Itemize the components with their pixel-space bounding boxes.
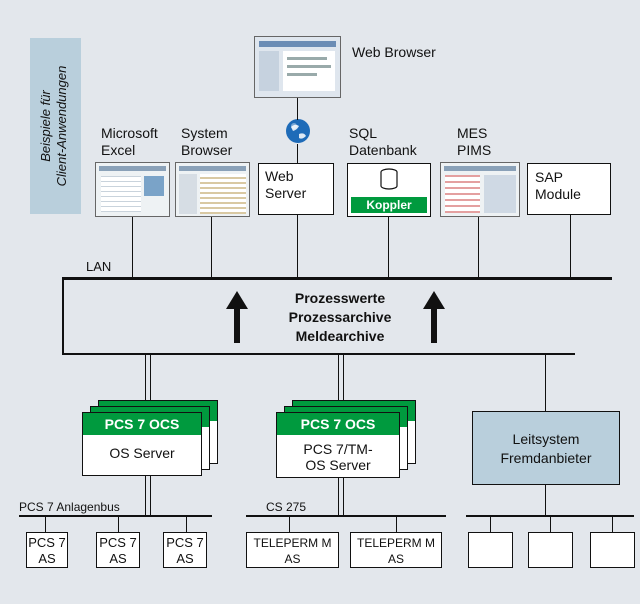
web-server-box: Web Server (258, 163, 334, 215)
archive-line1: Prozesswerte (294, 290, 386, 306)
mes-pims-screenshot (440, 162, 520, 217)
up-arrow-icon (226, 291, 248, 343)
up-arrow-icon (423, 291, 445, 343)
ocs2-header: PCS 7 OCS (277, 413, 399, 435)
archive-line3: Meldearchive (295, 328, 385, 344)
third-party-line1: Leitsystem (512, 431, 580, 447)
os-server-box: PCS 7 OCS OS Server (82, 412, 202, 476)
ocs1-label: OS Server (109, 445, 175, 461)
third-party-as-box (468, 532, 513, 568)
client-examples-sidebar: Beispiele für Client-Anwendungen (30, 38, 81, 214)
web-browser-screenshot (254, 36, 341, 98)
koppler-label: Koppler (351, 197, 427, 213)
third-party-as-box (590, 532, 635, 568)
third-party-line2: Fremdanbieter (500, 450, 592, 466)
third-party-bus-line (466, 515, 634, 517)
third-party-system-box: Leitsystem Fremdanbieter (472, 411, 620, 485)
tm-os-server-box: PCS 7 OCS PCS 7/TM-OS Server (276, 412, 400, 478)
lan-label: LAN (86, 259, 112, 274)
globe-icon (285, 118, 311, 144)
third-party-as-box (528, 532, 573, 568)
archive-line2: Prozessarchive (288, 309, 392, 325)
archive-text: Prozesswerte Prozessarchive Meldearchive (240, 289, 440, 346)
cs275-label: CS 275 (266, 500, 307, 514)
sap-module-box: SAP Module (527, 163, 611, 215)
sql-database-box: Koppler (347, 163, 431, 217)
excel-screenshot (95, 162, 170, 217)
sidebar-text-line1: Beispiele für (38, 90, 53, 162)
cs275-line (246, 515, 446, 517)
sidebar-text-line2: Client-Anwendungen (54, 65, 69, 187)
ocs1-header: PCS 7 OCS (83, 413, 201, 435)
system-browser-screenshot (175, 162, 250, 217)
anlagenbus-line (19, 515, 212, 517)
archive-bottom-bus (62, 353, 575, 355)
web-browser-label: Web Browser (352, 44, 436, 60)
anlagenbus-label: PCS 7 Anlagenbus (19, 500, 120, 514)
lan-bus-line (62, 277, 612, 280)
database-icon (380, 168, 398, 190)
ocs2-label: PCS 7/TM-OS Server (303, 441, 373, 473)
